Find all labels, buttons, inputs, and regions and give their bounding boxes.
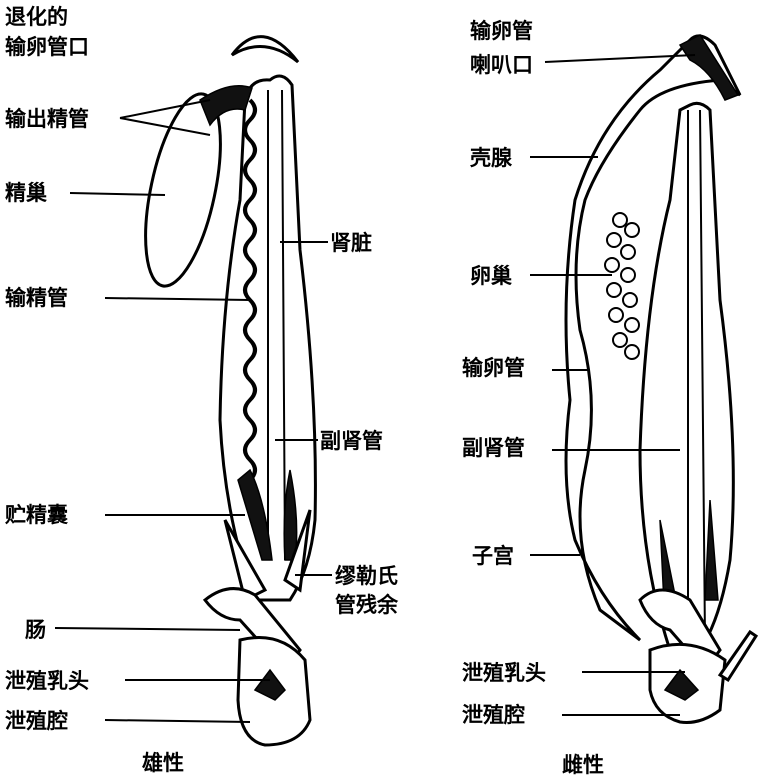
label-seminal-vesicle: 贮精囊 [4, 503, 68, 527]
female-cloacal-papilla [663, 668, 700, 701]
label-uterus: 子宫 [472, 544, 514, 568]
label-male-cloacal-papilla: 泄殖乳头 [5, 669, 89, 693]
female-labels: 输卵管 喇叭口 壳腺 卵巢 输卵管 副肾管 子宫 泄殖乳头 泄殖腔 雌性 [462, 19, 696, 777]
label-efferent-ducts: 输出精管 [5, 107, 89, 131]
oviduct-funnel [678, 34, 740, 101]
female-inner-kidney [687, 109, 706, 641]
degenerate-oviduct-opening [230, 35, 300, 64]
female-caption: 雌性 [562, 753, 604, 777]
label-vas-deferens: 输精管 [5, 286, 68, 310]
label-oviduct-funnel-2: 喇叭口 [470, 53, 533, 77]
female-organs [564, 34, 759, 724]
male-organs [144, 35, 317, 747]
male-caption: 雄性 [141, 751, 184, 775]
label-female-accessory-kidney-duct: 副肾管 [462, 436, 525, 460]
efferent-ducts [199, 85, 253, 127]
male-labels: 退化的 输卵管口 输出精管 精巢 输精管 肾脏 副肾管 贮精囊 缪勒氏 管残余 … [4, 5, 399, 775]
seminal-vesicle [237, 468, 298, 561]
label-degenerate-oviduct-1: 退化的 [5, 5, 68, 29]
label-ovary: 卵巢 [470, 264, 512, 288]
label-female-cloacal-papilla: 泄殖乳头 [462, 661, 546, 685]
label-kidney: 肾脏 [330, 231, 372, 255]
label-accessory-kidney-duct: 副肾管 [320, 429, 383, 453]
ovary [604, 212, 640, 360]
female-kidney [638, 101, 735, 652]
oviduct [564, 34, 742, 642]
label-mullerian-remnant-2: 管残余 [335, 593, 399, 617]
label-oviduct-funnel-1: 输卵管 [470, 19, 533, 43]
testis [144, 92, 222, 288]
label-degenerate-oviduct-2: 输卵管口 [5, 35, 89, 59]
label-shell-gland: 壳腺 [469, 146, 513, 170]
label-female-cloaca: 泄殖腔 [462, 703, 525, 727]
male-cloacal-papilla [253, 668, 286, 701]
vas-deferens [243, 98, 257, 482]
male-inner-kidney [267, 89, 286, 561]
label-intestine: 肠 [25, 618, 46, 642]
female-tail-duct [717, 629, 759, 683]
label-male-cloaca: 泄殖腔 [5, 709, 68, 733]
label-mullerian-remnant-1: 缪勒氏 [335, 564, 398, 588]
label-testis: 精巢 [5, 181, 47, 205]
label-oviduct: 输卵管 [462, 356, 525, 380]
